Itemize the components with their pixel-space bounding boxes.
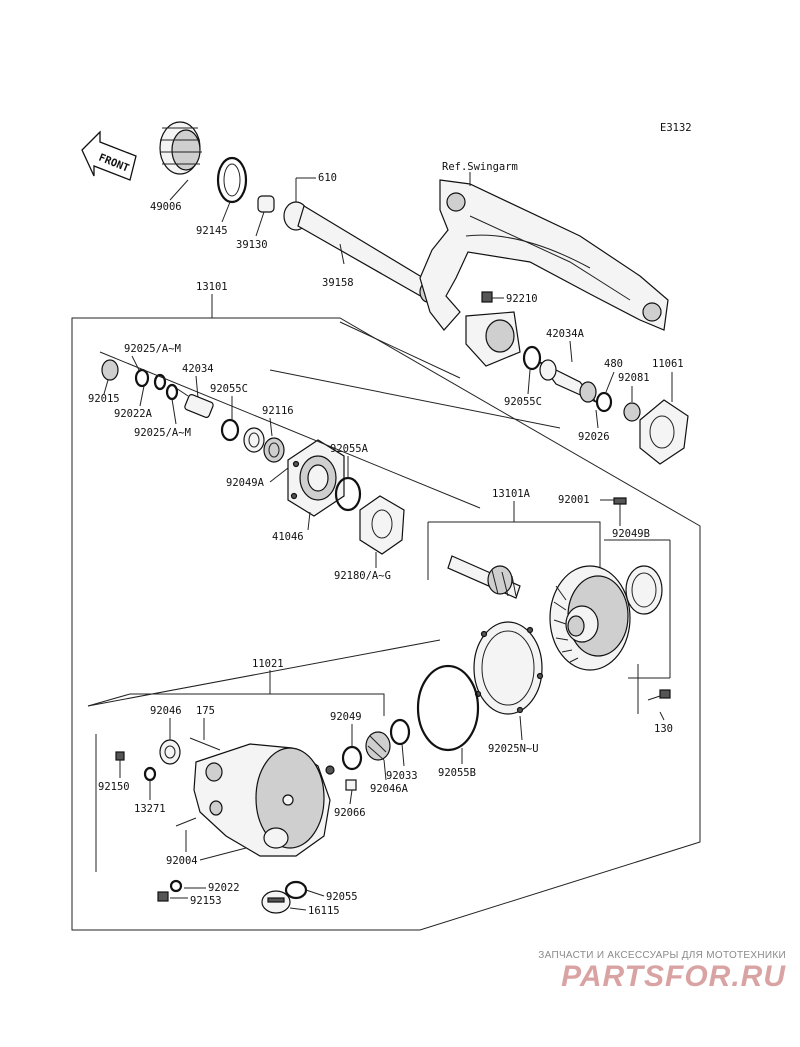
label-92180: 92180/A~G <box>334 570 391 582</box>
label-13101a: 13101A <box>492 488 531 500</box>
label-610: 610 <box>318 172 337 184</box>
label-92022a: 92022A <box>114 408 153 420</box>
nut-92015-icon <box>101 359 119 395</box>
label-92033: 92033 <box>386 770 418 782</box>
label-49006: 49006 <box>150 201 182 213</box>
spring-92081-icon <box>623 386 641 422</box>
label-92055c-left: 92055C <box>210 383 248 395</box>
spring-92145-icon <box>216 156 248 223</box>
ring-480-icon <box>595 371 615 413</box>
watermark-logo: PARTSFOR.RU <box>561 960 786 993</box>
label-92153: 92153 <box>190 895 222 907</box>
bolt-92150-icon <box>115 751 125 778</box>
coupling-42034-icon <box>175 387 214 418</box>
diagram-code: E3132 <box>660 122 692 134</box>
oring-92055c-left-icon <box>220 396 240 442</box>
washer-92022a-icon <box>134 368 167 407</box>
bolt-92001-icon <box>600 497 627 526</box>
bearing-92046-icon <box>159 718 181 765</box>
label-92001: 92001 <box>558 494 590 506</box>
bolt-92210-icon <box>481 291 504 303</box>
label-92025am-top: 92025/A~M <box>124 343 181 355</box>
label-42034a: 42034A <box>546 328 585 340</box>
bearing-92046a-icon <box>365 731 391 781</box>
gasket-ring-92025nu-icon <box>473 621 544 741</box>
washer-92022-icon <box>169 879 206 893</box>
label-16115: 16115 <box>308 905 340 917</box>
label-92015: 92015 <box>88 393 120 405</box>
watermark-tagline: ЗАПЧАСТИ И АКСЕССУАРЫ ДЛЯ МОТОТЕХНИКИ <box>538 950 786 961</box>
plug-92066-icon <box>345 779 357 805</box>
oring-92055a-icon <box>334 456 362 512</box>
label-39158: 39158 <box>322 277 354 289</box>
sleeve-42034a-icon <box>539 359 597 403</box>
label-11061: 11061 <box>652 358 684 370</box>
label-92145: 92145 <box>196 225 228 237</box>
ring-gear-icon <box>549 565 631 671</box>
label-39130: 39130 <box>236 239 268 251</box>
oring-92055-icon <box>284 880 325 900</box>
label-92049b: 92049B <box>612 528 650 540</box>
label-92026: 92026 <box>578 431 610 443</box>
label-13271: 13271 <box>134 803 166 815</box>
label-480: 480 <box>604 358 623 370</box>
label-175: 175 <box>196 705 215 717</box>
bearing-92116-icon <box>243 417 285 463</box>
bolt-92153-icon <box>157 891 188 902</box>
label-42034: 42034 <box>182 363 214 375</box>
label-92055b: 92055B <box>438 767 476 779</box>
label-92055: 92055 <box>326 891 358 903</box>
pinion-shaft-icon <box>447 555 521 599</box>
label-92025am-bot: 92025/A~M <box>134 427 191 439</box>
label-92150: 92150 <box>98 781 130 793</box>
label-92081: 92081 <box>618 372 650 384</box>
cap-16115-icon <box>261 890 307 914</box>
bolt-130-icon <box>637 664 671 721</box>
cap-39130-icon <box>255 195 275 237</box>
gasket-11061-icon <box>639 372 689 465</box>
housing-41046-icon <box>287 439 345 531</box>
ref-swingarm-label: Ref.Swingarm <box>442 161 518 173</box>
gasket-92180-icon <box>359 495 405 568</box>
label-92210: 92210 <box>506 293 538 305</box>
seal-92049b-icon <box>625 565 663 615</box>
swingarm-icon <box>419 179 669 367</box>
label-41046: 41046 <box>272 531 304 543</box>
label-130: 130 <box>654 723 673 735</box>
bolt-92004-icon <box>175 817 197 852</box>
oring-92033-icon <box>389 718 411 767</box>
label-13101: 13101 <box>196 281 228 293</box>
front-arrow-icon: FRONT <box>81 130 137 181</box>
watermark: ЗАПЧАСТИ И АКСЕССУАРЫ ДЛЯ МОТОТЕХНИКИ PA… <box>486 950 786 993</box>
label-92046a: 92046A <box>370 783 409 795</box>
stud-175-icon <box>189 718 221 751</box>
group-frame-13101 <box>71 317 701 931</box>
boot-49006-icon <box>159 121 202 201</box>
drive-shaft-39158-icon <box>283 178 437 303</box>
label-92066: 92066 <box>334 807 366 819</box>
label-11021: 11021 <box>252 658 284 670</box>
label-92004: 92004 <box>166 855 198 867</box>
oring-92055c-right-icon <box>522 345 542 395</box>
label-92025nu: 92025N~U <box>488 743 539 755</box>
seal-92049-icon <box>341 724 363 771</box>
label-92046: 92046 <box>150 705 182 717</box>
label-92049: 92049 <box>330 711 362 723</box>
label-92116: 92116 <box>262 405 294 417</box>
oring-small-icon <box>165 383 179 425</box>
label-92022: 92022 <box>208 882 240 894</box>
washer-13271-icon <box>143 766 157 800</box>
label-92055a: 92055A <box>330 443 369 455</box>
label-92055c-right: 92055C <box>504 396 542 408</box>
final-drive-housing-icon <box>193 743 335 857</box>
oring-92055b-icon <box>416 664 480 764</box>
label-92049a: 92049A <box>226 477 265 489</box>
